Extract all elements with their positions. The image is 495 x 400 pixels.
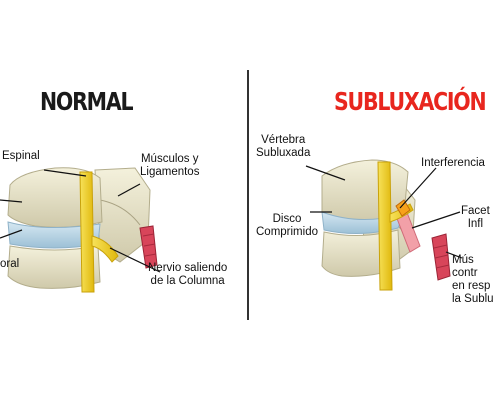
normal-spinal-cord xyxy=(79,171,95,293)
label-spinal: Espinal xyxy=(2,150,40,162)
label-foramen: oral xyxy=(0,258,20,270)
label-compressed-disc: Disco Comprimido xyxy=(256,213,318,238)
normal-spine xyxy=(7,167,158,293)
normal-leader-lines xyxy=(0,169,161,273)
label-contracted-muscles: Mús contr en resp la Sublu xyxy=(452,254,494,305)
subluxation-title: SUBLUXACIÓN xyxy=(334,87,487,116)
normal-lower-vertebra xyxy=(7,245,101,289)
sub-leader-lines xyxy=(305,165,463,259)
label-inflamed-facet: Facet Infl xyxy=(461,205,490,230)
label-interference: Interferencia xyxy=(421,157,485,169)
label-subluxated-vertebra: Vértebra Subluxada xyxy=(256,134,311,159)
normal-muscle xyxy=(139,225,158,269)
label-exiting-nerve: Nervio saliendo de la Columna xyxy=(148,262,228,287)
subluxation-spine xyxy=(321,159,451,291)
normal-title: NORMAL xyxy=(40,87,134,116)
normal-exit-nerve xyxy=(91,235,119,263)
panel-divider xyxy=(247,70,249,320)
interference-marker xyxy=(395,199,411,217)
sub-spinal-cord xyxy=(377,161,393,291)
label-muscles-ligaments: Músculos y Ligamentos xyxy=(140,153,200,178)
normal-upper-vertebra xyxy=(7,167,103,228)
